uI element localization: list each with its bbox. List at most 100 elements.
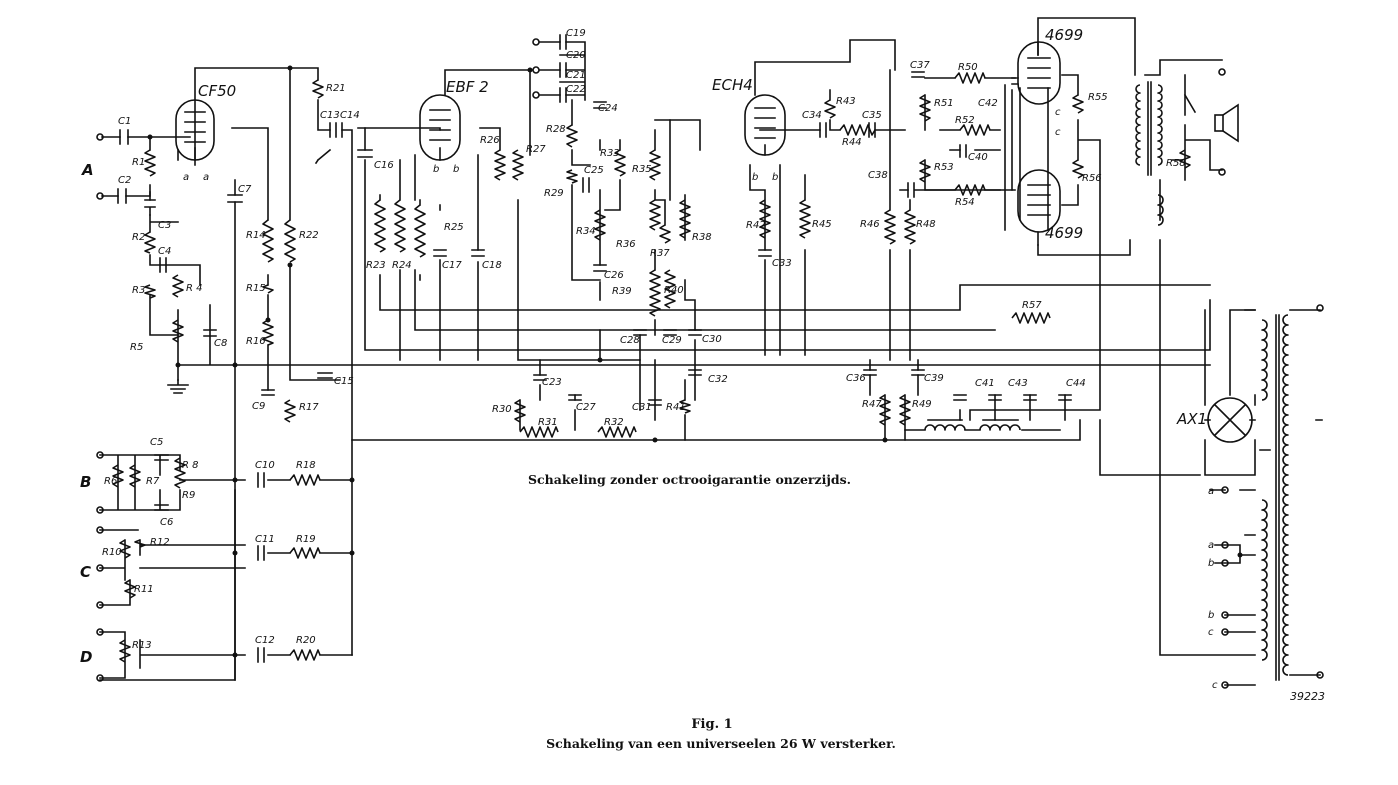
component-label: C1 [118,116,131,127]
component-label: C21 [566,70,586,81]
pin-label: a [183,172,189,183]
component-label: C19 [566,28,586,39]
component-label: C31 [632,402,652,413]
component-label: R35 [632,164,652,175]
component-label: C33 [772,258,792,269]
component-label: R7 [146,476,160,487]
pin-label: b [752,172,758,183]
component-label: R30 [492,404,512,415]
component-label: R29 [544,188,564,199]
component-label: R55 [1088,92,1108,103]
component-label: C34 [802,110,822,121]
capacitor-symbols [117,34,1072,663]
pin-label: a [1208,486,1214,497]
component-label: C2 [118,175,131,186]
mains-transformer [1261,314,1289,681]
component-label: C37 [910,60,930,71]
tube-label-ax1: AX1 [1176,410,1207,428]
pin-label: b [1208,610,1214,621]
component-label: R40 [664,285,684,296]
tube-cf50 [175,99,215,166]
input-a-label: A [81,161,94,179]
component-label: R49 [912,399,932,410]
component-label: R27 [526,144,546,155]
component-label: C35 [862,110,882,121]
component-label: R36 [616,239,636,250]
component-label: C24 [598,103,618,114]
component-label: C13 [320,110,340,121]
component-label: R56 [1082,173,1102,184]
pin-labels: a a b b b b c c a a b b c c [183,107,1218,691]
pin-label: c [1055,107,1061,118]
component-label: R9 [182,490,195,501]
component-label: C32 [708,374,728,385]
component-label: C30 [702,334,722,345]
figure-number: 39223 [1290,690,1325,703]
component-label: R6 [104,476,117,487]
pin-label: c [1212,680,1218,691]
component-label: C8 [214,338,227,349]
component-label: C27 [576,402,596,413]
component-label: C25 [584,165,604,176]
component-label: R16 [246,336,266,347]
component-label: R2 [132,232,145,243]
component-label: C39 [924,373,944,384]
component-label: R22 [299,230,319,241]
component-label: C9 [252,401,265,412]
component-label: R11 [134,584,154,595]
tube-labels: CF50 EBF 2 ECH4 4699 4699 AX1 [198,26,1207,428]
component-label: R37 [650,248,670,259]
component-label: C15 [334,376,354,387]
component-label: C42 [978,98,998,109]
component-label: C10 [255,460,275,471]
component-label: C18 [482,260,502,271]
component-label: C22 [566,84,586,95]
component-label: C6 [160,517,173,528]
switch [314,93,1323,421]
component-label: C16 [374,160,394,171]
component-label: R34 [576,226,596,237]
component-label: R39 [612,286,632,297]
component-label: R13 [132,640,152,651]
output-transformer [1135,81,1164,226]
component-label: R57 [1022,300,1042,311]
component-label: R32 [604,417,624,428]
caption-subtitle: Schakeling van een universeelen 26 W ver… [546,736,896,751]
component-label: R20 [296,635,316,646]
component-label: R52 [955,115,975,126]
patent-note: Schakeling zonder octrooigarantie onzerz… [528,472,851,487]
component-label: R12 [150,537,170,548]
wiring [99,17,1321,686]
component-label: C14 [340,110,360,121]
component-label: R47 [862,399,882,410]
tube-ebf2 [419,94,461,161]
tube-label-ech4: ECH4 [712,76,753,94]
component-label: C4 [158,246,171,257]
component-label: R53 [934,162,954,173]
tube-label-4699-top: 4699 [1045,26,1083,44]
component-label: C40 [968,152,988,163]
component-label: R31 [538,417,558,428]
component-label: C12 [255,635,275,646]
input-labels: A B C D [80,161,94,666]
component-label: R48 [916,219,936,230]
component-label: C41 [975,378,995,389]
component-label: R42 [746,220,766,231]
component-label: C11 [255,534,275,545]
tube-ax1-rectifier [1204,397,1256,443]
component-label: C23 [542,377,562,388]
input-c-label: C [80,563,91,581]
component-label: R45 [812,219,832,230]
component-labels: C1 C2 R1 C3 R2 C4 R3 R 4 R5 C8 C7 R14 R1… [102,28,1186,651]
pin-label: b [1208,558,1214,569]
component-label: R10 [102,547,122,558]
component-label: R58 [1166,158,1186,169]
tube-4699-top [1017,41,1061,105]
component-label: R46 [860,219,880,230]
component-label: R43 [836,96,856,107]
component-label: C44 [1066,378,1086,389]
component-label: C3 [158,220,171,231]
component-label: R24 [392,260,412,271]
pin-label: b [433,164,439,175]
component-label: R28 [546,124,566,135]
